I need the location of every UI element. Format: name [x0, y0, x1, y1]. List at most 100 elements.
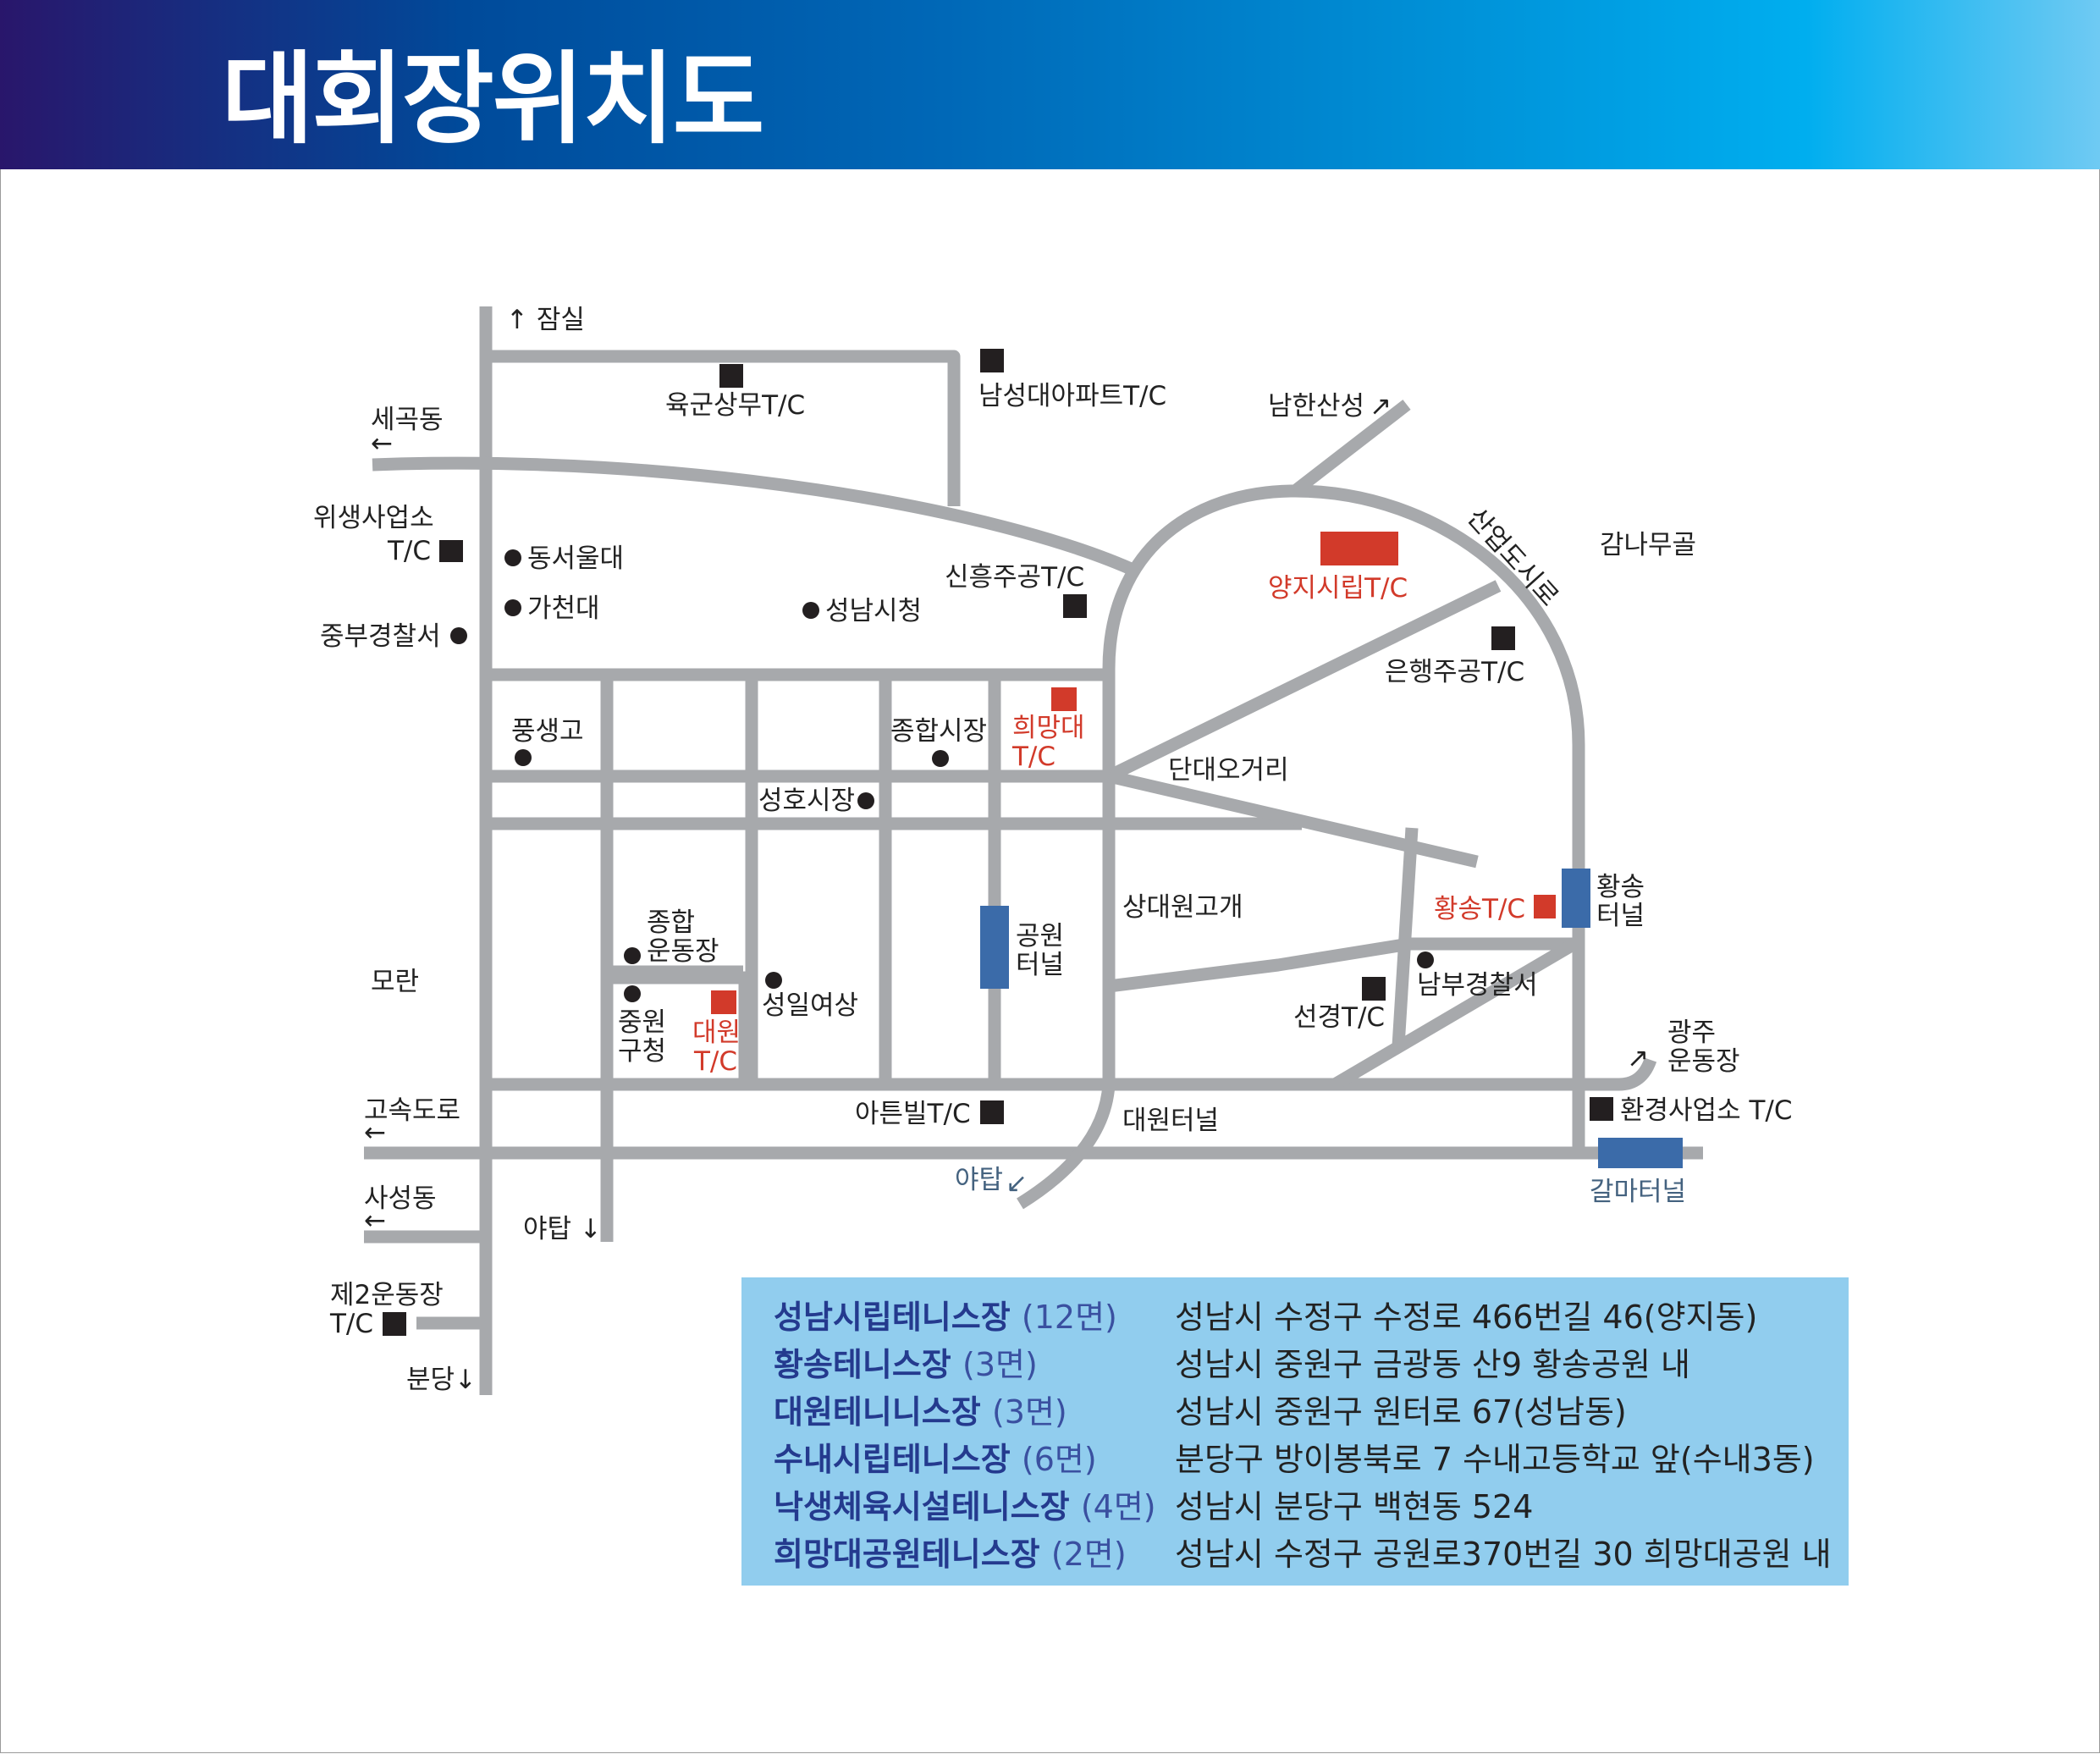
park-tunnel-marker	[980, 906, 1009, 989]
landmark-squares	[383, 349, 1613, 1336]
venue-name: 대원테니니스장 (3면)	[774, 1393, 1067, 1431]
label-dandae: 단대오거리	[1168, 755, 1289, 786]
label-seongil: 성일여상	[762, 990, 858, 1021]
label-expressway-arrow: ←	[364, 1117, 386, 1148]
jungwon-dot-icon	[624, 985, 641, 1002]
yukgun-square-icon	[719, 364, 743, 388]
label-pungsaeng: 풍생고	[511, 716, 584, 747]
galma-tunnel-marker	[1598, 1138, 1683, 1168]
venue-address: 성남시 분당구 백현동 524	[1175, 1488, 1534, 1525]
road-ring	[1102, 484, 1585, 1153]
venue-address: 성남시 중원구 금광동 산9 황송공원 내	[1175, 1346, 1690, 1383]
road-v-1310	[1017, 675, 1116, 1210]
hwangsong-venue-marker	[1534, 895, 1556, 918]
nambu-police-dot-icon	[1417, 951, 1434, 968]
tunnels	[980, 869, 1683, 1168]
venue-address: 분당구 방이봉북로 7 수내고등학교 앞(수내3동)	[1175, 1441, 1815, 1478]
venue-name: 낙생체육시설테니스장 (4면)	[774, 1488, 1156, 1525]
label-stadium-1: 종합	[647, 907, 695, 938]
venue-courts: (6면)	[1021, 1441, 1097, 1478]
pungsaeng-dot-icon	[515, 749, 532, 766]
page-title: 대회장위치도	[222, 41, 764, 157]
header-banner: 대회장위치도	[0, 0, 2100, 169]
landmark-dots	[450, 549, 1434, 1002]
label-huimangdae-2: T/C	[1011, 742, 1056, 772]
huimangdae-venue-marker	[1051, 687, 1077, 711]
venue-name: 수내시립테니스장 (6면)	[774, 1441, 1097, 1478]
road-seongyeong-diag	[1331, 935, 1582, 1090]
road-sangdaewon	[1108, 937, 1579, 993]
road-grid-bottom	[486, 1057, 1657, 1091]
label-eunhaeng: 은행주공T/C	[1385, 657, 1524, 687]
label-yangji: 양지시립T/C	[1268, 573, 1408, 604]
road-v-1668	[1392, 827, 1419, 1047]
namseong-square-icon	[980, 349, 1004, 372]
label-wisaeng-1: 위생사업소	[313, 503, 434, 533]
stadium2-square-icon	[383, 1312, 406, 1336]
label-saseongdong-arrow: ←	[364, 1205, 386, 1236]
label-moran: 모란	[371, 967, 419, 997]
sinheung-square-icon	[1063, 594, 1087, 618]
road-top-horizontal	[486, 350, 961, 506]
venue-row: 수내시립테니스장 (6면) 분당구 방이봉북로 7 수내고등학교 앞(수내3동)	[774, 1436, 1840, 1483]
label-namhansanseong-arrow: ↗	[1370, 391, 1392, 422]
label-park-tunnel-1: 공원	[1016, 921, 1064, 951]
eunhaeng-square-icon	[1491, 626, 1515, 650]
label-galma-tunnel: 갈마터널	[1590, 1177, 1686, 1207]
venue-info-box: 성남시립테니스장 (12면) 성남시 수정구 수정로 466번길 46(양지동)…	[741, 1277, 1849, 1586]
venue-name: 황송테니스장 (3면)	[774, 1346, 1038, 1383]
label-yatap-east: 야탑	[955, 1165, 1003, 1195]
label-jungbu-police: 중부경찰서	[320, 621, 441, 652]
venue-address: 성남시 수정구 공원로370번길 30 희망대공원 내	[1175, 1536, 1832, 1573]
label-stadium2-1: 제2운동장	[330, 1280, 444, 1310]
label-daewon-tunnel: 대원터널	[1122, 1106, 1219, 1136]
venue-markers	[711, 532, 1556, 1014]
road-eunhaeng-diag	[1105, 580, 1502, 782]
venue-courts: (3면)	[962, 1346, 1038, 1383]
label-segokdong: 세곡동	[371, 405, 444, 435]
label-jamsil: ↑ 잠실	[506, 305, 585, 335]
label-expressway: 고속도로	[364, 1095, 460, 1126]
venue-courts: (3면)	[991, 1393, 1067, 1431]
road-segok-curve	[372, 456, 1142, 578]
hwangsong-tunnel-marker	[1562, 869, 1590, 928]
label-seongho: 성호시장	[758, 786, 855, 816]
label-saseongdong: 사성동	[364, 1183, 437, 1214]
hwangyeong-square-icon	[1590, 1097, 1613, 1121]
venue-address: 성남시 수정구 수정로 466번길 46(양지동)	[1175, 1299, 1758, 1336]
venue-name: 성남시립테니스장 (12면)	[774, 1299, 1117, 1336]
jungbu-police-dot-icon	[450, 627, 467, 644]
yangji-venue-marker	[1320, 532, 1398, 565]
label-gwangju-1: 광주	[1667, 1018, 1716, 1048]
venue-row: 황송테니스장 (3면) 성남시 중원구 금광동 산9 황송공원 내	[774, 1341, 1840, 1388]
label-gamnamugol: 감나무골	[1600, 530, 1696, 560]
label-cityhall: 성남시청	[825, 596, 922, 626]
label-gacheon: 가천대	[527, 593, 600, 624]
venue-courts: (2면)	[1050, 1536, 1127, 1573]
venue-row: 희망대공원테니스장 (2면) 성남시 수정구 공원로370번길 30 희망대공원…	[774, 1531, 1840, 1578]
label-stadium-2: 운동장	[647, 936, 719, 967]
road-namhan	[1291, 400, 1411, 496]
venue-row: 낙생체육시설테니스장 (4면) 성남시 분당구 백현동 524	[774, 1483, 1840, 1531]
label-nambu-police: 남부경찰서	[1417, 970, 1538, 1001]
label-namhansanseong: 남한산성	[1268, 391, 1364, 422]
market-dot-icon	[932, 750, 949, 767]
venue-name: 희망대공원테니스장 (2면)	[774, 1536, 1127, 1573]
venue-courts: (12면)	[1021, 1299, 1117, 1336]
label-seongyeong: 선경T/C	[1293, 1002, 1385, 1033]
venue-row: 성남시립테니스장 (12면) 성남시 수정구 수정로 466번길 46(양지동)	[774, 1293, 1840, 1341]
label-gwangju-2: 운동장	[1667, 1046, 1740, 1077]
label-jungwon-1: 중원	[618, 1007, 666, 1038]
road-network	[364, 306, 1703, 1395]
label-namseong: 남성대아파트T/C	[978, 381, 1166, 411]
seongyeong-square-icon	[1362, 977, 1386, 1001]
label-sinheung: 신흥주공T/C	[945, 562, 1084, 593]
venue-courts: (4면)	[1080, 1488, 1156, 1525]
stadium-dot-icon	[624, 947, 641, 964]
label-yukgun: 육군상무T/C	[665, 390, 805, 421]
seongil-dot-icon	[765, 972, 782, 989]
label-segokdong-arrow: ←	[371, 428, 393, 459]
gacheon-dot-icon	[504, 599, 521, 616]
venue-row: 대원테니니스장 (3면) 성남시 중원구 원터로 67(성남동)	[774, 1388, 1840, 1436]
